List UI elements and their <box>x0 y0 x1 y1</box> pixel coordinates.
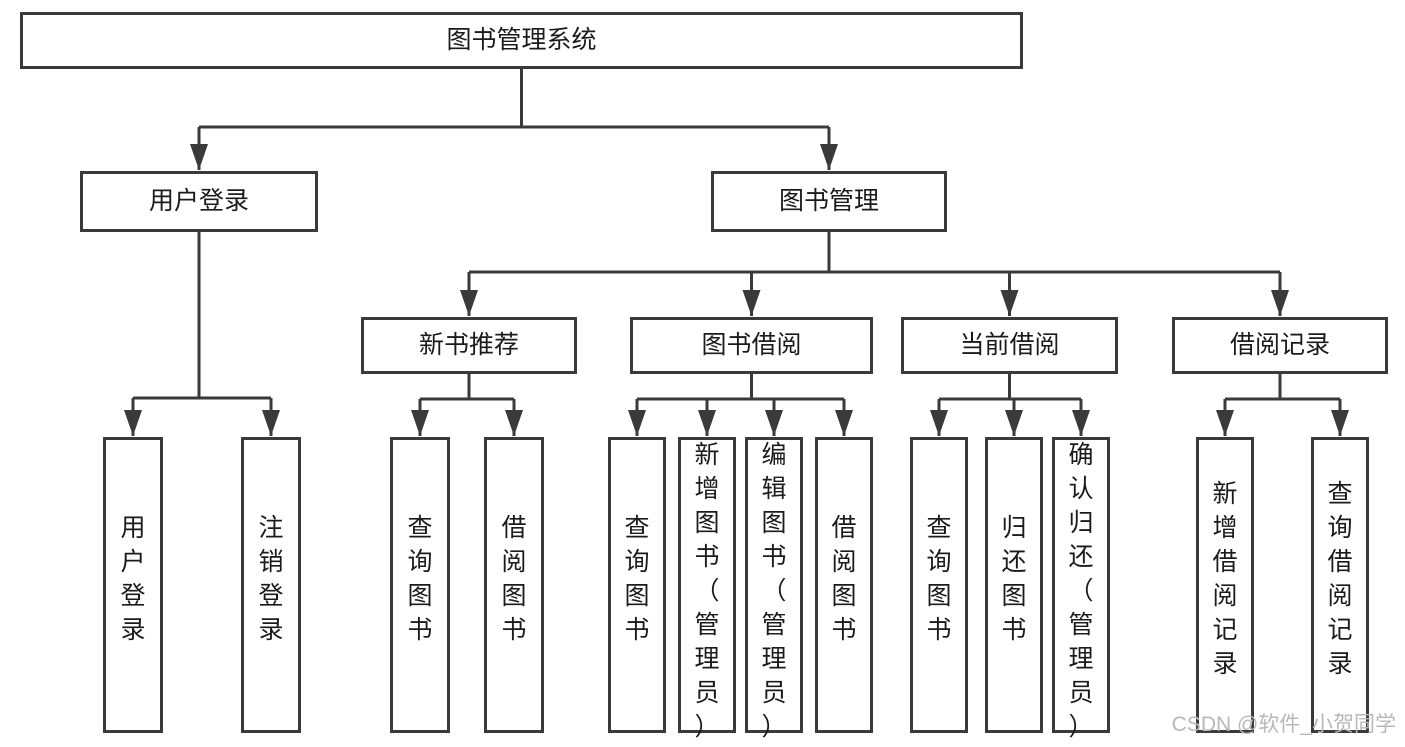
arrow-head-icon <box>1072 410 1090 436</box>
arrow-head-icon <box>262 410 280 436</box>
node-label: 图书管理 <box>779 187 879 215</box>
node-label: 当前借阅 <box>959 331 1059 359</box>
node-l1-user-login[interactable]: 用户登录 <box>80 171 318 232</box>
node-box <box>901 317 1118 374</box>
node-leaf-leaf-user-logout[interactable]: 注销登录 <box>241 437 301 733</box>
node-label: 查询图书 <box>624 514 649 644</box>
arrow-head-icon <box>628 410 646 436</box>
node-box <box>630 317 873 374</box>
node-leaf-leaf-return-book[interactable]: 归还图书 <box>985 437 1043 733</box>
node-label: 新书推荐 <box>419 331 519 359</box>
arrow-head-icon <box>1331 410 1349 436</box>
node-box <box>484 437 544 733</box>
arrow-head-icon <box>765 410 783 436</box>
node-box <box>80 171 318 232</box>
node-box <box>1172 317 1388 374</box>
node-l2-new-book-recommend[interactable]: 新书推荐 <box>361 317 577 374</box>
connectors-layer <box>124 69 1349 436</box>
arrow-head-icon <box>1216 410 1234 436</box>
watermark-label: CSDN @软件_小贺同学 <box>1172 713 1396 736</box>
arrow-head-icon <box>1000 290 1019 316</box>
arrow-head-icon <box>835 410 853 436</box>
nodes-layer: 图书管理系统用户登录图书管理新书推荐图书借阅当前借阅借阅记录用户登录注销登录查询… <box>20 12 1388 742</box>
arrow-head-icon <box>124 410 142 436</box>
node-leaf-leaf-borrow-book-2[interactable]: 借阅图书 <box>815 437 873 733</box>
node-box <box>361 317 577 374</box>
node-box <box>745 437 803 733</box>
node-label: 查询借阅记录 <box>1327 480 1352 678</box>
node-box <box>1311 437 1369 733</box>
node-leaf-leaf-confirm-return-admin[interactable]: 确认归还（管理员） <box>1052 437 1110 742</box>
node-box <box>20 12 1023 69</box>
arrow-head-icon <box>460 290 478 316</box>
arrow-head-icon <box>1271 290 1289 316</box>
node-l2-book-borrow[interactable]: 图书借阅 <box>630 317 873 374</box>
node-label: 确认归还（管理员） <box>1068 441 1093 741</box>
node-box <box>678 437 736 733</box>
arrow-head-icon <box>698 410 716 436</box>
arrow-head-icon <box>742 290 761 316</box>
node-box <box>815 437 873 733</box>
node-leaf-leaf-user-login[interactable]: 用户登录 <box>103 437 163 733</box>
node-label: 用户登录 <box>149 187 249 215</box>
node-leaf-leaf-query-book-2[interactable]: 查询图书 <box>608 437 666 733</box>
node-title-undefined[interactable]: 图书管理系统 <box>20 12 1023 69</box>
node-label: 归还图书 <box>1001 514 1026 644</box>
node-label: 新增借阅记录 <box>1212 480 1237 678</box>
arrow-head-icon <box>930 410 948 436</box>
node-label: 借阅图书 <box>831 514 856 644</box>
node-l2-current-borrow[interactable]: 当前借阅 <box>901 317 1118 374</box>
node-leaf-leaf-query-book-3[interactable]: 查询图书 <box>910 437 968 733</box>
node-box <box>1052 437 1110 733</box>
node-l1-book-management[interactable]: 图书管理 <box>711 171 947 232</box>
arrow-head-icon <box>505 410 523 436</box>
node-label: 查询图书 <box>926 514 951 644</box>
node-box <box>1196 437 1254 733</box>
node-label: 编辑图书（管理员） <box>761 441 786 741</box>
node-leaf-leaf-query-borrow-record[interactable]: 查询借阅记录 <box>1311 437 1369 733</box>
node-label: 新增图书（管理员） <box>694 441 719 741</box>
node-leaf-leaf-query-book-1[interactable]: 查询图书 <box>390 437 450 733</box>
arrow-head-icon <box>190 144 208 170</box>
node-label: 注销登录 <box>258 514 283 644</box>
node-box <box>608 437 666 733</box>
node-box <box>711 171 947 232</box>
node-label: 借阅记录 <box>1230 331 1330 359</box>
node-label: 用户登录 <box>120 514 145 644</box>
arrow-head-icon <box>1005 410 1023 436</box>
node-leaf-leaf-borrow-book-1[interactable]: 借阅图书 <box>484 437 544 733</box>
node-box <box>910 437 968 733</box>
node-box <box>103 437 163 733</box>
node-label: 图书管理系统 <box>446 26 596 54</box>
arrow-head-icon <box>820 144 838 170</box>
node-leaf-leaf-add-book-admin[interactable]: 新增图书（管理员） <box>678 437 736 742</box>
node-leaf-leaf-add-borrow-record[interactable]: 新增借阅记录 <box>1196 437 1254 733</box>
arrow-head-icon <box>411 410 429 436</box>
node-leaf-leaf-edit-book-admin[interactable]: 编辑图书（管理员） <box>745 437 803 742</box>
node-box <box>241 437 301 733</box>
node-label: 图书借阅 <box>701 331 801 359</box>
node-l2-borrow-record[interactable]: 借阅记录 <box>1172 317 1388 374</box>
node-box <box>390 437 450 733</box>
node-label: 查询图书 <box>407 514 432 644</box>
node-box <box>985 437 1043 733</box>
node-label: 借阅图书 <box>501 514 526 644</box>
